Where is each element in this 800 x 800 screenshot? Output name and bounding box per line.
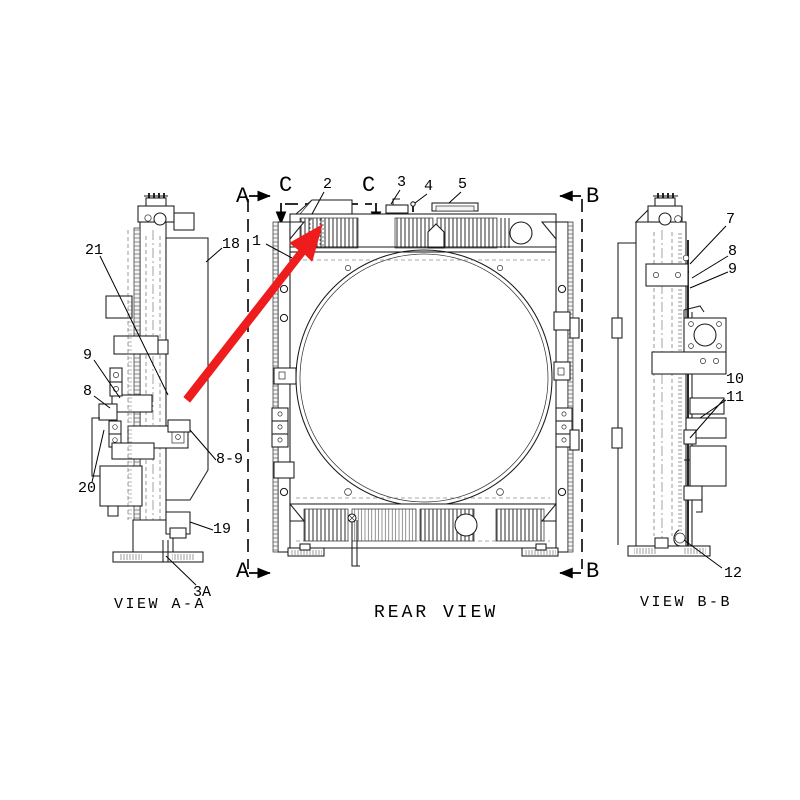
section-mark-b-bottom: B bbox=[586, 559, 600, 584]
callout-20: 20 bbox=[78, 480, 97, 497]
section-line-b-b bbox=[559, 190, 583, 579]
view-title-a-a: VIEW A-A bbox=[114, 596, 207, 613]
callout-9-left: 9 bbox=[83, 347, 93, 364]
callout-12: 12 bbox=[724, 565, 743, 582]
section-mark-c-left: C bbox=[279, 173, 293, 198]
callout-5: 5 bbox=[458, 176, 468, 193]
callout-4: 4 bbox=[424, 178, 434, 195]
section-mark-c-right: C bbox=[362, 173, 376, 198]
callout-18: 18 bbox=[222, 236, 241, 253]
section-mark-b-top: B bbox=[586, 184, 600, 209]
section-line-a-a bbox=[247, 190, 271, 579]
callout-1: 1 bbox=[252, 233, 262, 250]
callout-8-left: 8 bbox=[83, 383, 93, 400]
callout-21: 21 bbox=[85, 242, 104, 259]
view-title-b-b: VIEW B-B bbox=[640, 594, 733, 611]
red-pointer-arrow bbox=[183, 224, 323, 403]
callout-7: 7 bbox=[726, 211, 736, 228]
callout-9-right: 9 bbox=[728, 261, 738, 278]
callout-11: 11 bbox=[726, 389, 745, 406]
callout-3: 3 bbox=[397, 174, 407, 191]
callout-2: 2 bbox=[323, 176, 333, 193]
section-mark-a-bottom: A bbox=[236, 559, 250, 584]
callout-3a: 3A bbox=[193, 584, 212, 601]
view-b-b-assembly bbox=[611, 193, 729, 569]
section-mark-a-top: A bbox=[236, 184, 250, 209]
callout-8-9: 8-9 bbox=[216, 451, 244, 468]
callout-8-right: 8 bbox=[728, 243, 738, 260]
view-a-a-assembly bbox=[91, 193, 223, 586]
view-title-rear: REAR VIEW bbox=[374, 603, 499, 623]
callout-19: 19 bbox=[213, 521, 232, 538]
rear-view-assembly bbox=[265, 189, 580, 567]
callout-10: 10 bbox=[726, 371, 745, 388]
